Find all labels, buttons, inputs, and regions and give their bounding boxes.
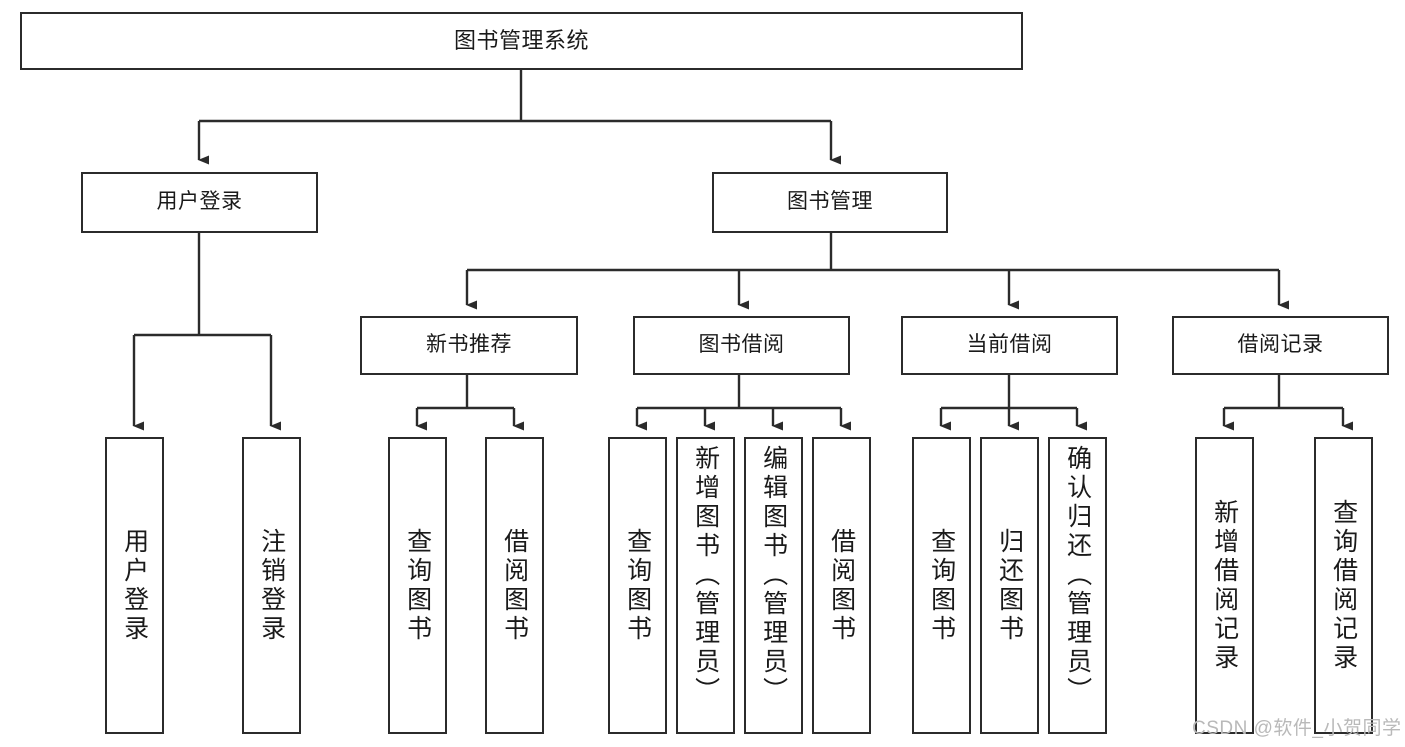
node-label: 借阅记录 — [1237, 333, 1324, 357]
node-label: 注销登录 — [257, 527, 286, 644]
leaf-confirm-return-admin[interactable]: 确认归还（管理员） — [1048, 437, 1107, 734]
node-label: 归还图书 — [995, 527, 1024, 644]
node-label: 用户登录 — [120, 527, 149, 644]
node-label: 借阅图书 — [827, 527, 856, 644]
leaf-edit-book-admin[interactable]: 编辑图书（管理员） — [744, 437, 803, 734]
node-label: 编辑图书（管理员） — [759, 445, 788, 706]
node-label: 图书借阅 — [698, 333, 785, 357]
leaf-query-book-new[interactable]: 查询图书 — [388, 437, 447, 734]
leaf-query-book-borrow[interactable]: 查询图书 — [608, 437, 667, 734]
node-label: 新增图书（管理员） — [691, 445, 720, 706]
node-label: 当前借阅 — [966, 333, 1053, 357]
leaf-borrow-book-new[interactable]: 借阅图书 — [485, 437, 544, 734]
node-new-book-recommend[interactable]: 新书推荐 — [360, 316, 578, 375]
node-label: 查询借阅记录 — [1329, 498, 1358, 673]
node-label: 查询图书 — [623, 527, 652, 644]
leaf-logout[interactable]: 注销登录 — [242, 437, 301, 734]
leaf-query-borrow-record[interactable]: 查询借阅记录 — [1314, 437, 1373, 734]
leaf-add-book-admin[interactable]: 新增图书（管理员） — [676, 437, 735, 734]
node-label: 查询图书 — [927, 527, 956, 644]
node-label: 确认归还（管理员） — [1063, 445, 1092, 706]
node-book-borrow[interactable]: 图书借阅 — [633, 316, 850, 375]
node-root-system[interactable]: 图书管理系统 — [20, 12, 1023, 70]
leaf-return-book[interactable]: 归还图书 — [980, 437, 1039, 734]
leaf-query-book-current[interactable]: 查询图书 — [912, 437, 971, 734]
node-current-borrow[interactable]: 当前借阅 — [901, 316, 1118, 375]
node-label: 新书推荐 — [426, 333, 512, 357]
node-label: 用户登录 — [156, 190, 243, 214]
node-borrow-record[interactable]: 借阅记录 — [1172, 316, 1389, 375]
leaf-user-login[interactable]: 用户登录 — [105, 437, 164, 734]
node-book-management[interactable]: 图书管理 — [712, 172, 948, 233]
leaf-add-borrow-record[interactable]: 新增借阅记录 — [1195, 437, 1254, 734]
csdn-watermark: CSDN @软件_小贺同学 — [1192, 718, 1402, 739]
node-user-login[interactable]: 用户登录 — [81, 172, 318, 233]
node-label: 查询图书 — [403, 527, 432, 644]
node-label: 新增借阅记录 — [1210, 498, 1239, 673]
node-label: 借阅图书 — [500, 527, 529, 644]
node-label: 图书管理 — [787, 190, 873, 214]
leaf-borrow-book[interactable]: 借阅图书 — [812, 437, 871, 734]
node-label: 图书管理系统 — [453, 27, 589, 53]
